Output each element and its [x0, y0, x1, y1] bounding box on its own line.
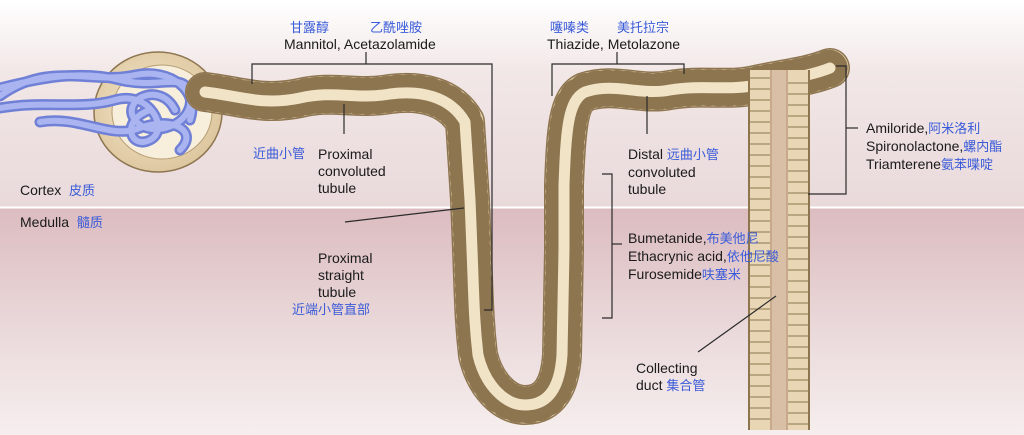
pst-cn-label: 近端小管直部 — [292, 303, 371, 318]
dct-label: Distal 远曲小管 convoluted tubule — [628, 146, 719, 197]
mannitol-cn-label: 甘露醇 — [290, 21, 330, 36]
k-sparing-list: Amiloride,阿米洛利 Spironolactone,螺内酯 Triamt… — [866, 120, 1002, 174]
collecting-duct-tube — [748, 70, 810, 430]
k-drug-triamterene: Triamterene氨苯喋啶 — [866, 156, 993, 173]
thiazide-cn-label: 噻嗪类 — [550, 21, 590, 36]
k-drug-spironolactone: Spironolactone,螺内酯 — [866, 138, 1003, 155]
loop-drug-ethacrynic: Ethacrynic acid,依他尼酸 — [628, 248, 779, 265]
mannitol-acetazolamide-label: Mannitol, Acetazolamide — [284, 36, 436, 52]
metolazone-cn-label: 美托拉宗 — [617, 21, 670, 36]
pct-label: Proximal convoluted tubule — [318, 146, 386, 196]
cortex-label: Cortex 皮质 — [20, 182, 96, 199]
annotation-lines — [251, 52, 858, 353]
medulla-label: Medulla 髓质 — [20, 214, 103, 231]
loop-drug-furosemide: Furosemide呋塞米 — [628, 266, 741, 283]
nephron-tubule — [185, 48, 850, 425]
pst-label: Proximal straight tubule — [318, 250, 373, 300]
loop-diuretics-list: Bumetanide,布美他尼 Ethacrynic acid,依他尼酸 Fur… — [628, 230, 779, 284]
pct-cn-label: 近曲小管 — [253, 147, 306, 162]
acetazolamide-cn-label: 乙酰唑胺 — [370, 21, 423, 36]
loop-drug-bumetanide: Bumetanide,布美他尼 — [628, 230, 759, 247]
collecting-duct-label: Collecting duct 集合管 — [636, 360, 706, 394]
thiazide-metolazone-label: Thiazide, Metolazone — [547, 36, 681, 52]
k-drug-amiloride: Amiloride,阿米洛利 — [866, 120, 981, 137]
